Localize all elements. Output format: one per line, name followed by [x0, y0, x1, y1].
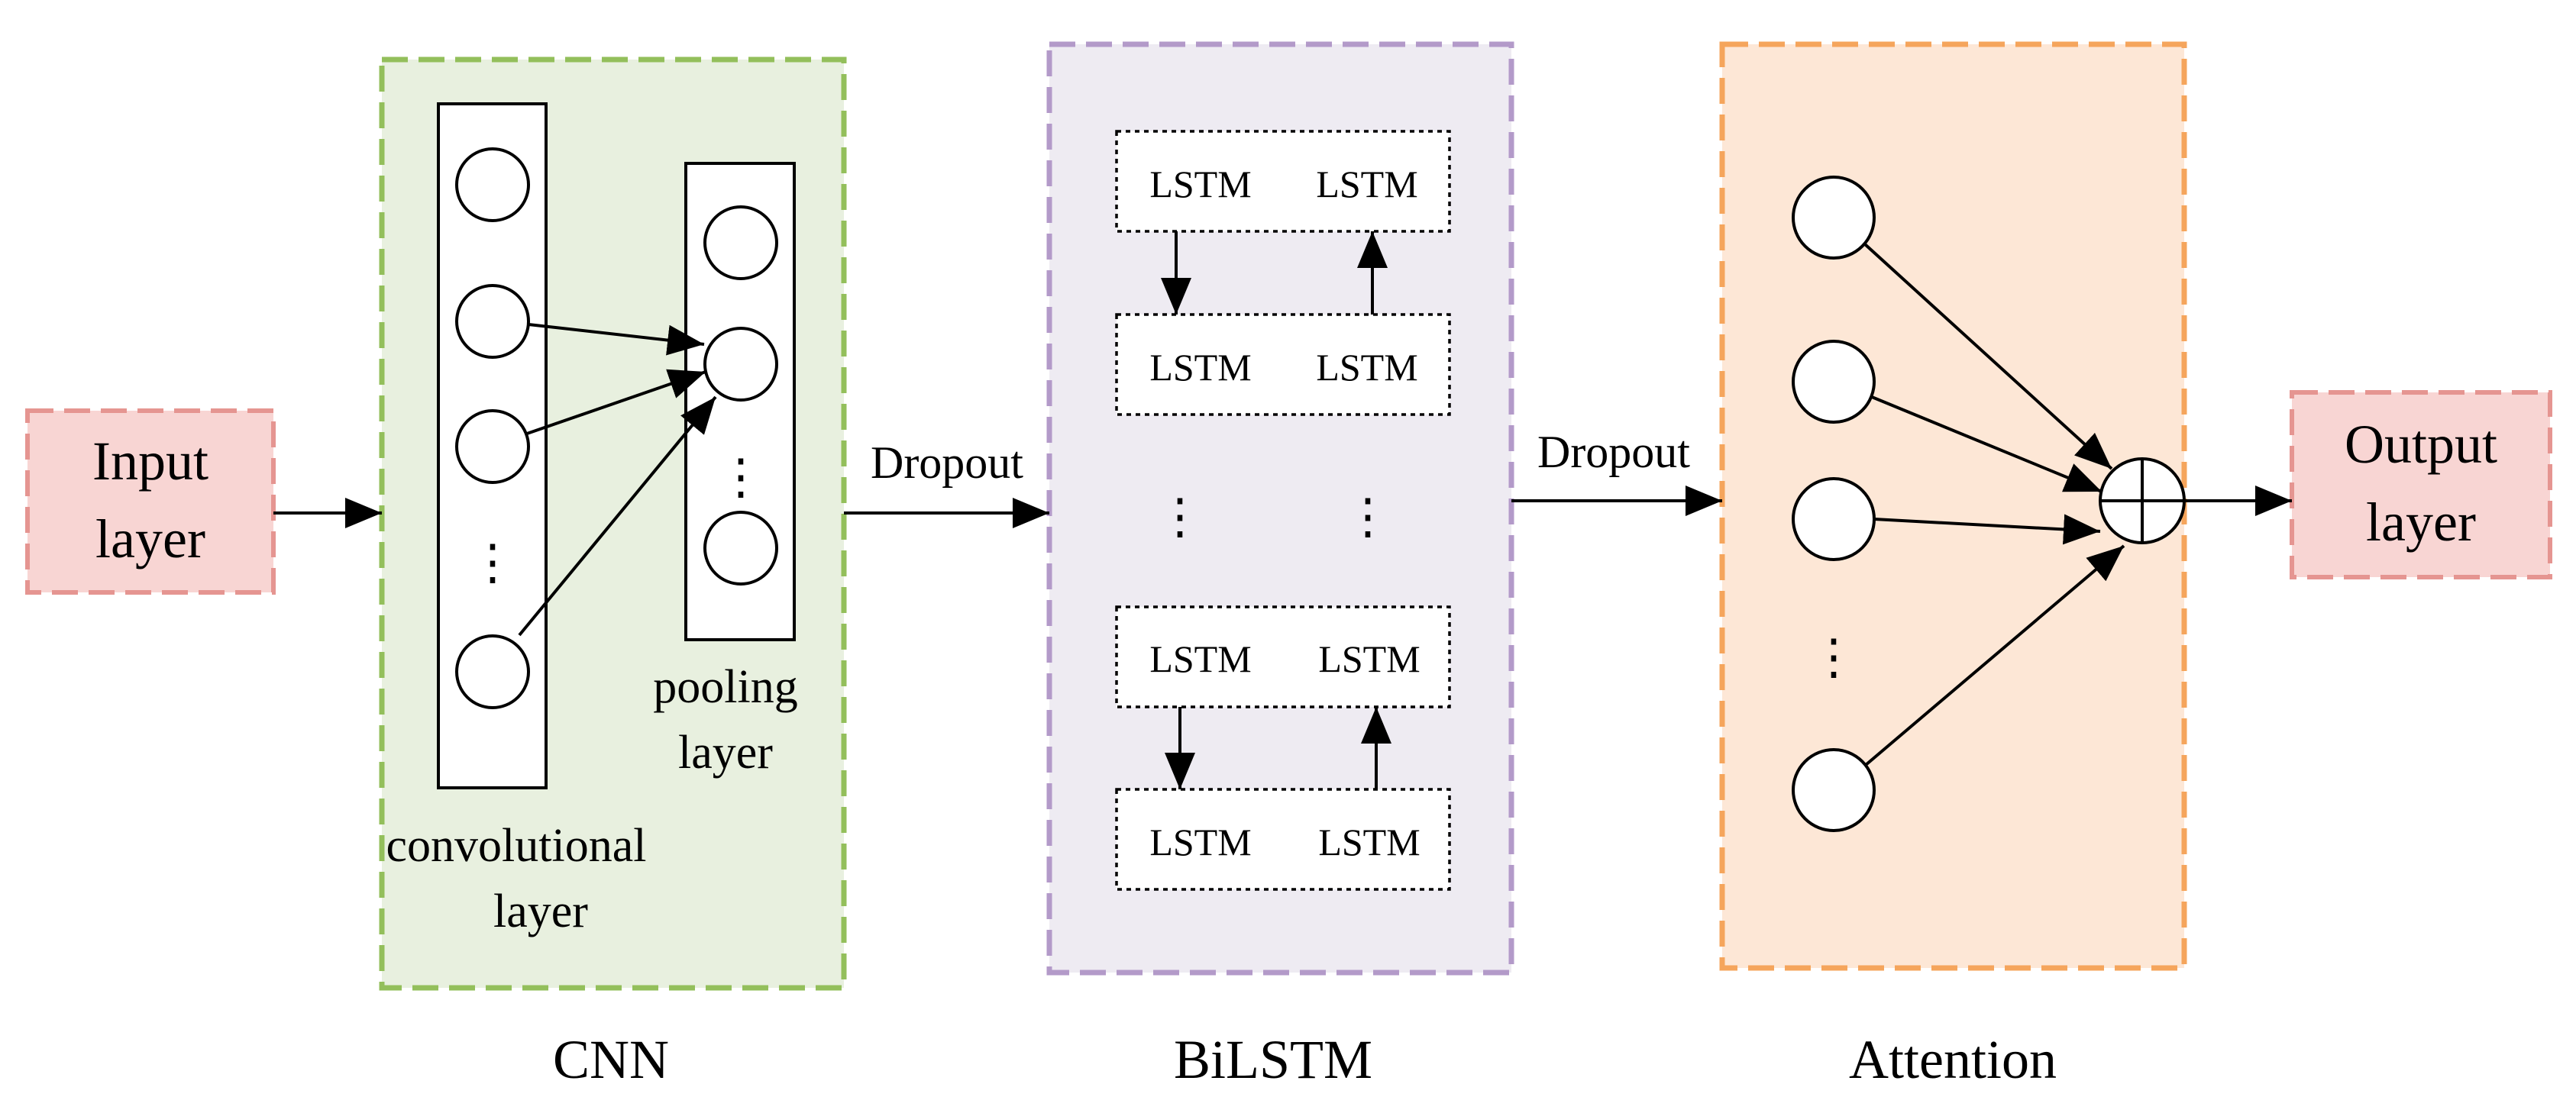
conv-neuron-1: [455, 147, 530, 222]
lstm-ellipsis-right: ⋮: [1343, 489, 1392, 544]
cnn-caption: CNN: [553, 1029, 669, 1090]
lstm-3-forward: LSTM: [1149, 637, 1251, 680]
lstm-pair-4: [1115, 788, 1451, 891]
attention-arrow-1: [1863, 243, 2113, 470]
attention-neuron-1: [1792, 176, 1876, 260]
attention-neuron-4: [1792, 748, 1876, 832]
attention-arrow-4: [1864, 544, 2125, 766]
pool-neuron-1: [703, 205, 778, 280]
conv-ellipsis: ⋮: [468, 535, 517, 589]
input-layer-label-line1: Input: [92, 431, 208, 492]
lstm-2-forward: LSTM: [1149, 346, 1251, 389]
pooling-layer-label-line1: pooling: [653, 661, 797, 713]
pool-neuron-3: [703, 511, 778, 586]
lstm-1-forward: LSTM: [1149, 163, 1251, 205]
output-layer-label-line2: layer: [2366, 492, 2476, 553]
conv-neuron-4: [455, 634, 530, 709]
attention-caption: Attention: [1849, 1029, 2057, 1090]
output-layer-label-line1: Output: [2345, 414, 2497, 475]
bilstm-caption: BiLSTM: [1174, 1029, 1372, 1090]
lstm-pair-1: [1115, 130, 1451, 233]
pool-neuron-2: [703, 327, 778, 402]
attention-arrow-2: [1871, 395, 2102, 493]
attention-neuron-2: [1792, 340, 1876, 424]
conv-neuron-3: [455, 409, 530, 484]
dropout-label-2: Dropout: [1537, 427, 1690, 477]
lstm-1-backward: LSTM: [1316, 163, 1417, 205]
lstm-2-backward: LSTM: [1316, 346, 1417, 389]
lstm-4-forward: LSTM: [1149, 821, 1251, 863]
input-layer-box: [25, 408, 276, 595]
output-layer-box: [2290, 390, 2552, 579]
convolutional-layer-label-line1: convolutional: [386, 820, 647, 872]
lstm-ellipsis-left: ⋮: [1155, 489, 1204, 544]
lstm-4-backward: LSTM: [1318, 821, 1420, 863]
attention-arrow-3: [1873, 514, 2101, 545]
pooling-layer-label-line2: layer: [678, 727, 773, 779]
lstm-pair-3: [1115, 605, 1451, 708]
conv-to-pool-arrow-1: [528, 323, 705, 356]
conv-to-pool-arrow-2: [526, 369, 706, 435]
pool-ellipsis: ⋮: [716, 450, 765, 504]
lstm-pair-2: [1115, 313, 1451, 416]
dropout-label-1: Dropout: [871, 437, 1023, 488]
attention-ellipsis: ⋮: [1809, 630, 1858, 684]
convolutional-layer-label-line2: layer: [493, 886, 588, 937]
lstm-3-backward: LSTM: [1318, 637, 1420, 680]
attention-neuron-3: [1792, 477, 1876, 561]
conv-to-pool-arrow-3: [518, 395, 717, 637]
conv-neuron-2: [455, 284, 530, 359]
input-layer-label-line2: layer: [95, 508, 205, 569]
